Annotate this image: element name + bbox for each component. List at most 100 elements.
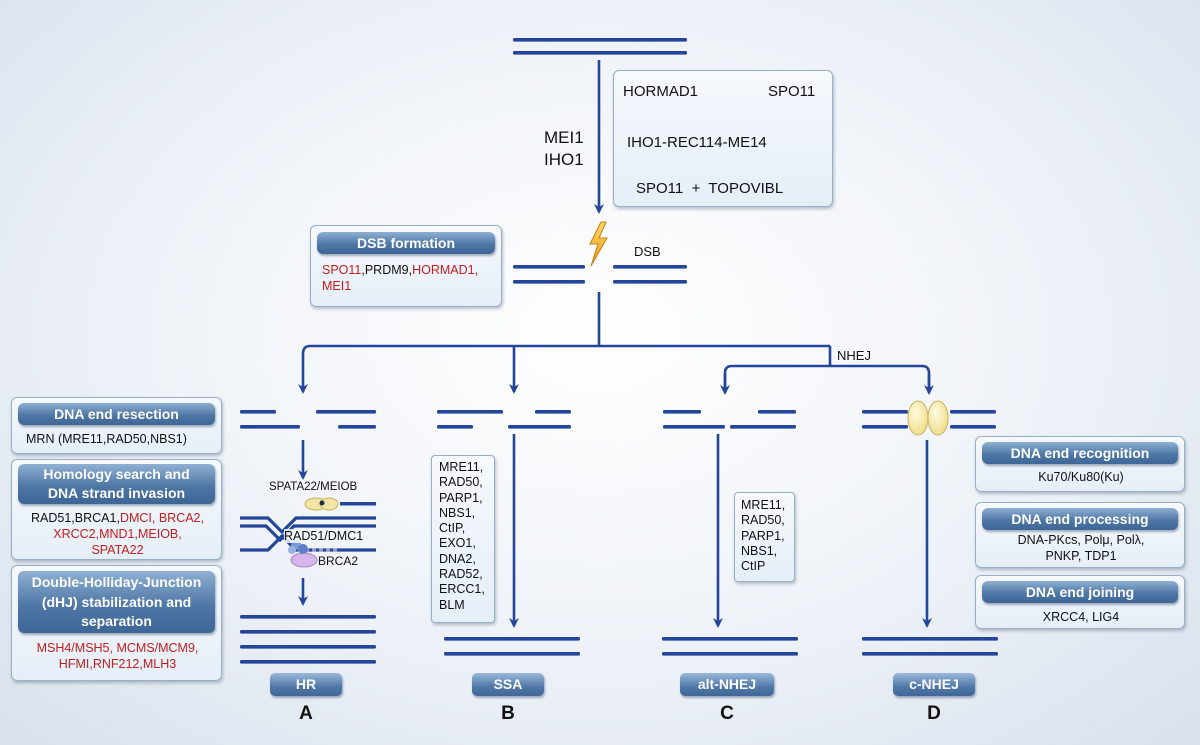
dna-strand [437, 410, 503, 414]
dna-strand [730, 425, 796, 429]
alt-nhej-factor: PARP1, [741, 528, 785, 543]
ssa-factor: RAD52, [439, 567, 483, 582]
dna-strand [513, 51, 687, 55]
dhj-title: Double-Holliday-Junction (dHJ) stabiliza… [18, 571, 215, 633]
brca2-protein-icon [290, 552, 318, 568]
resection-factors: MRN (MRE11,RAD50,NBS1) [26, 432, 187, 446]
dhj-title-line3: separation [81, 613, 152, 629]
strand-invasion-illustration [240, 497, 376, 568]
ssa-factor: DNA2, [439, 551, 476, 566]
ssa-factor: PARP1, [439, 490, 483, 505]
pathway-tag-hr: HR [270, 673, 342, 696]
dna-strand [240, 425, 300, 429]
factor-prdm9: ,PRDM9, [361, 263, 413, 277]
dna-strand [513, 280, 585, 284]
dna-strand [240, 630, 376, 634]
dna-strand [513, 265, 585, 269]
pathway-letter-d: D [927, 703, 941, 724]
ssa-factor: NBS1, [439, 505, 476, 520]
ssa-factor: MRE11, [439, 460, 484, 474]
dna-strand [437, 425, 473, 429]
pathway-tag-alt-nhej: alt-NHEJ [680, 673, 774, 696]
dhj-factors-line1: MSH4/MSH5, MCMS/MCM9, [36, 641, 199, 655]
dsb-label: DSB [634, 244, 661, 259]
alt-nhej-factor: CtIP [741, 559, 766, 574]
dna-strand [338, 425, 376, 429]
factor-hormad1: HORMAD1, [412, 263, 479, 277]
rad51-dmc1-label: RAD51/DMC1 [284, 529, 364, 543]
dhj-title-line2: (dHJ) stabilization and [41, 593, 192, 610]
spata22-meiob-label: SPATA22/MEIOB [269, 481, 358, 493]
cascade-hormad1: HORMAD1 [623, 83, 699, 100]
factor-spo11: SPO11 [322, 263, 362, 277]
alt-nhej-factor-box: MRE11, RAD50, PARP1, NBS1, CtIP [734, 492, 795, 582]
pathway-letter-a: A [299, 703, 313, 724]
ssa-factor-list: MRE11, RAD50, PARP1, NBS1, CtIP, EXO1, D… [439, 460, 485, 613]
cascade-spo11-topovibl: SPO11 + TOPOVIBL [636, 180, 784, 197]
dna-strand [240, 660, 376, 664]
dna-strand [862, 652, 998, 656]
dna-strand [444, 652, 580, 656]
pathway-tag-ssa: SSA [472, 673, 544, 696]
brca2-label: BRCA2 [318, 554, 359, 568]
dna-strand [662, 652, 798, 656]
dna-strand [513, 38, 687, 42]
dna-strand [663, 425, 725, 429]
lightning-bolt-icon [589, 221, 608, 267]
processing-factors: DNA-PKcs, Polμ, Polλ, PNKP, TDP1 [976, 532, 1186, 564]
homology-factors-red2: XRCC2,MND1,MEIOB, [53, 527, 182, 541]
dna-strand [535, 410, 571, 414]
cascade-iho1-rec114: IHO1-REC114-ME14 [627, 134, 767, 151]
ssa-factor: CtIP, [439, 521, 466, 536]
homology-title-line1: Homology search and [43, 466, 190, 482]
dna-strand [613, 280, 687, 284]
pathway-tag-c-nhej: c-NHEJ [893, 673, 975, 696]
processing-factors-line1: DNA-PKcs, Polμ, Polλ, [1017, 533, 1145, 547]
dna-end-resection-title: DNA end resection [18, 403, 215, 425]
homology-factors: RAD51,BRCA1,DMCI, BRCA2, XRCC2,MND1,MEIO… [12, 510, 223, 558]
dna-strand [758, 410, 796, 414]
dna-strand [862, 637, 998, 641]
ssa-factor: BLM [439, 597, 465, 612]
dna-strand [240, 615, 376, 619]
dna-strand [508, 425, 571, 429]
dna-end-joining-box: DNA end joining XRCC4, LIG4 [975, 575, 1185, 629]
cascade-spo11: SPO11 [768, 83, 816, 100]
ssa-factor-box: MRE11, RAD50, PARP1, NBS1, CtIP, EXO1, D… [431, 455, 495, 623]
nhej-label: NHEJ [837, 348, 871, 363]
dsb-formation-title: DSB formation [317, 232, 495, 254]
homology-factors-red1: DMCI, BRCA2, [119, 511, 204, 525]
processing-factors-line2: PNKP, TDP1 [1045, 549, 1117, 563]
dna-end-resection-box: DNA end resection MRN (MRE11,RAD50,NBS1) [11, 397, 222, 454]
factor-mei1-red: MEI1 [322, 279, 352, 293]
dna-strand [240, 645, 376, 649]
dna-strand [316, 410, 376, 414]
pathway-arrow [298, 344, 311, 394]
dna-end-processing-box: DNA end processing DNA-PKcs, Polμ, Polλ,… [975, 502, 1185, 568]
dna-strand [950, 410, 996, 414]
ssa-factor: RAD50, [439, 475, 483, 490]
initiation-factors: MEI1 IHO1 [544, 127, 584, 171]
pathway-letter-c: C [720, 703, 734, 724]
dna-strand [444, 637, 580, 641]
dna-end-joining-title: DNA end joining [982, 581, 1178, 603]
dna-strand [662, 637, 798, 641]
pathway-arrow [723, 364, 931, 392]
dna-strand [862, 425, 908, 429]
dna-end-recognition-box: DNA end recognition Ku70/Ku80(Ku) [975, 436, 1185, 492]
alt-nhej-factor: RAD50, [741, 513, 785, 528]
homology-search-title: Homology search and DNA strand invasion [18, 464, 215, 504]
homology-factors-black: RAD51,BRCA1, [31, 511, 120, 525]
dna-end-processing-title: DNA end processing [982, 508, 1178, 530]
factor-iho1: IHO1 [544, 150, 584, 169]
dna-strand [663, 410, 701, 414]
dhj-box: Double-Holliday-Junction (dHJ) stabiliza… [11, 565, 222, 681]
ku-heterodimer-icon [907, 400, 949, 436]
dsb-formation-factors: SPO11,PRDM9,HORMAD1, MEI1 [322, 262, 498, 294]
ssa-factor: ERCC1, [439, 582, 485, 597]
dna-strand [613, 265, 687, 269]
factor-mei1: MEI1 [544, 128, 584, 147]
dhj-factors: MSH4/MSH5, MCMS/MCM9, HFMI,RNF212,MLH3 [12, 640, 223, 672]
dhj-factors-line2: HFMI,RNF212,MLH3 [58, 657, 177, 671]
dsb-formation-box: DSB formation SPO11,PRDM9,HORMAD1, MEI1 [310, 225, 502, 307]
